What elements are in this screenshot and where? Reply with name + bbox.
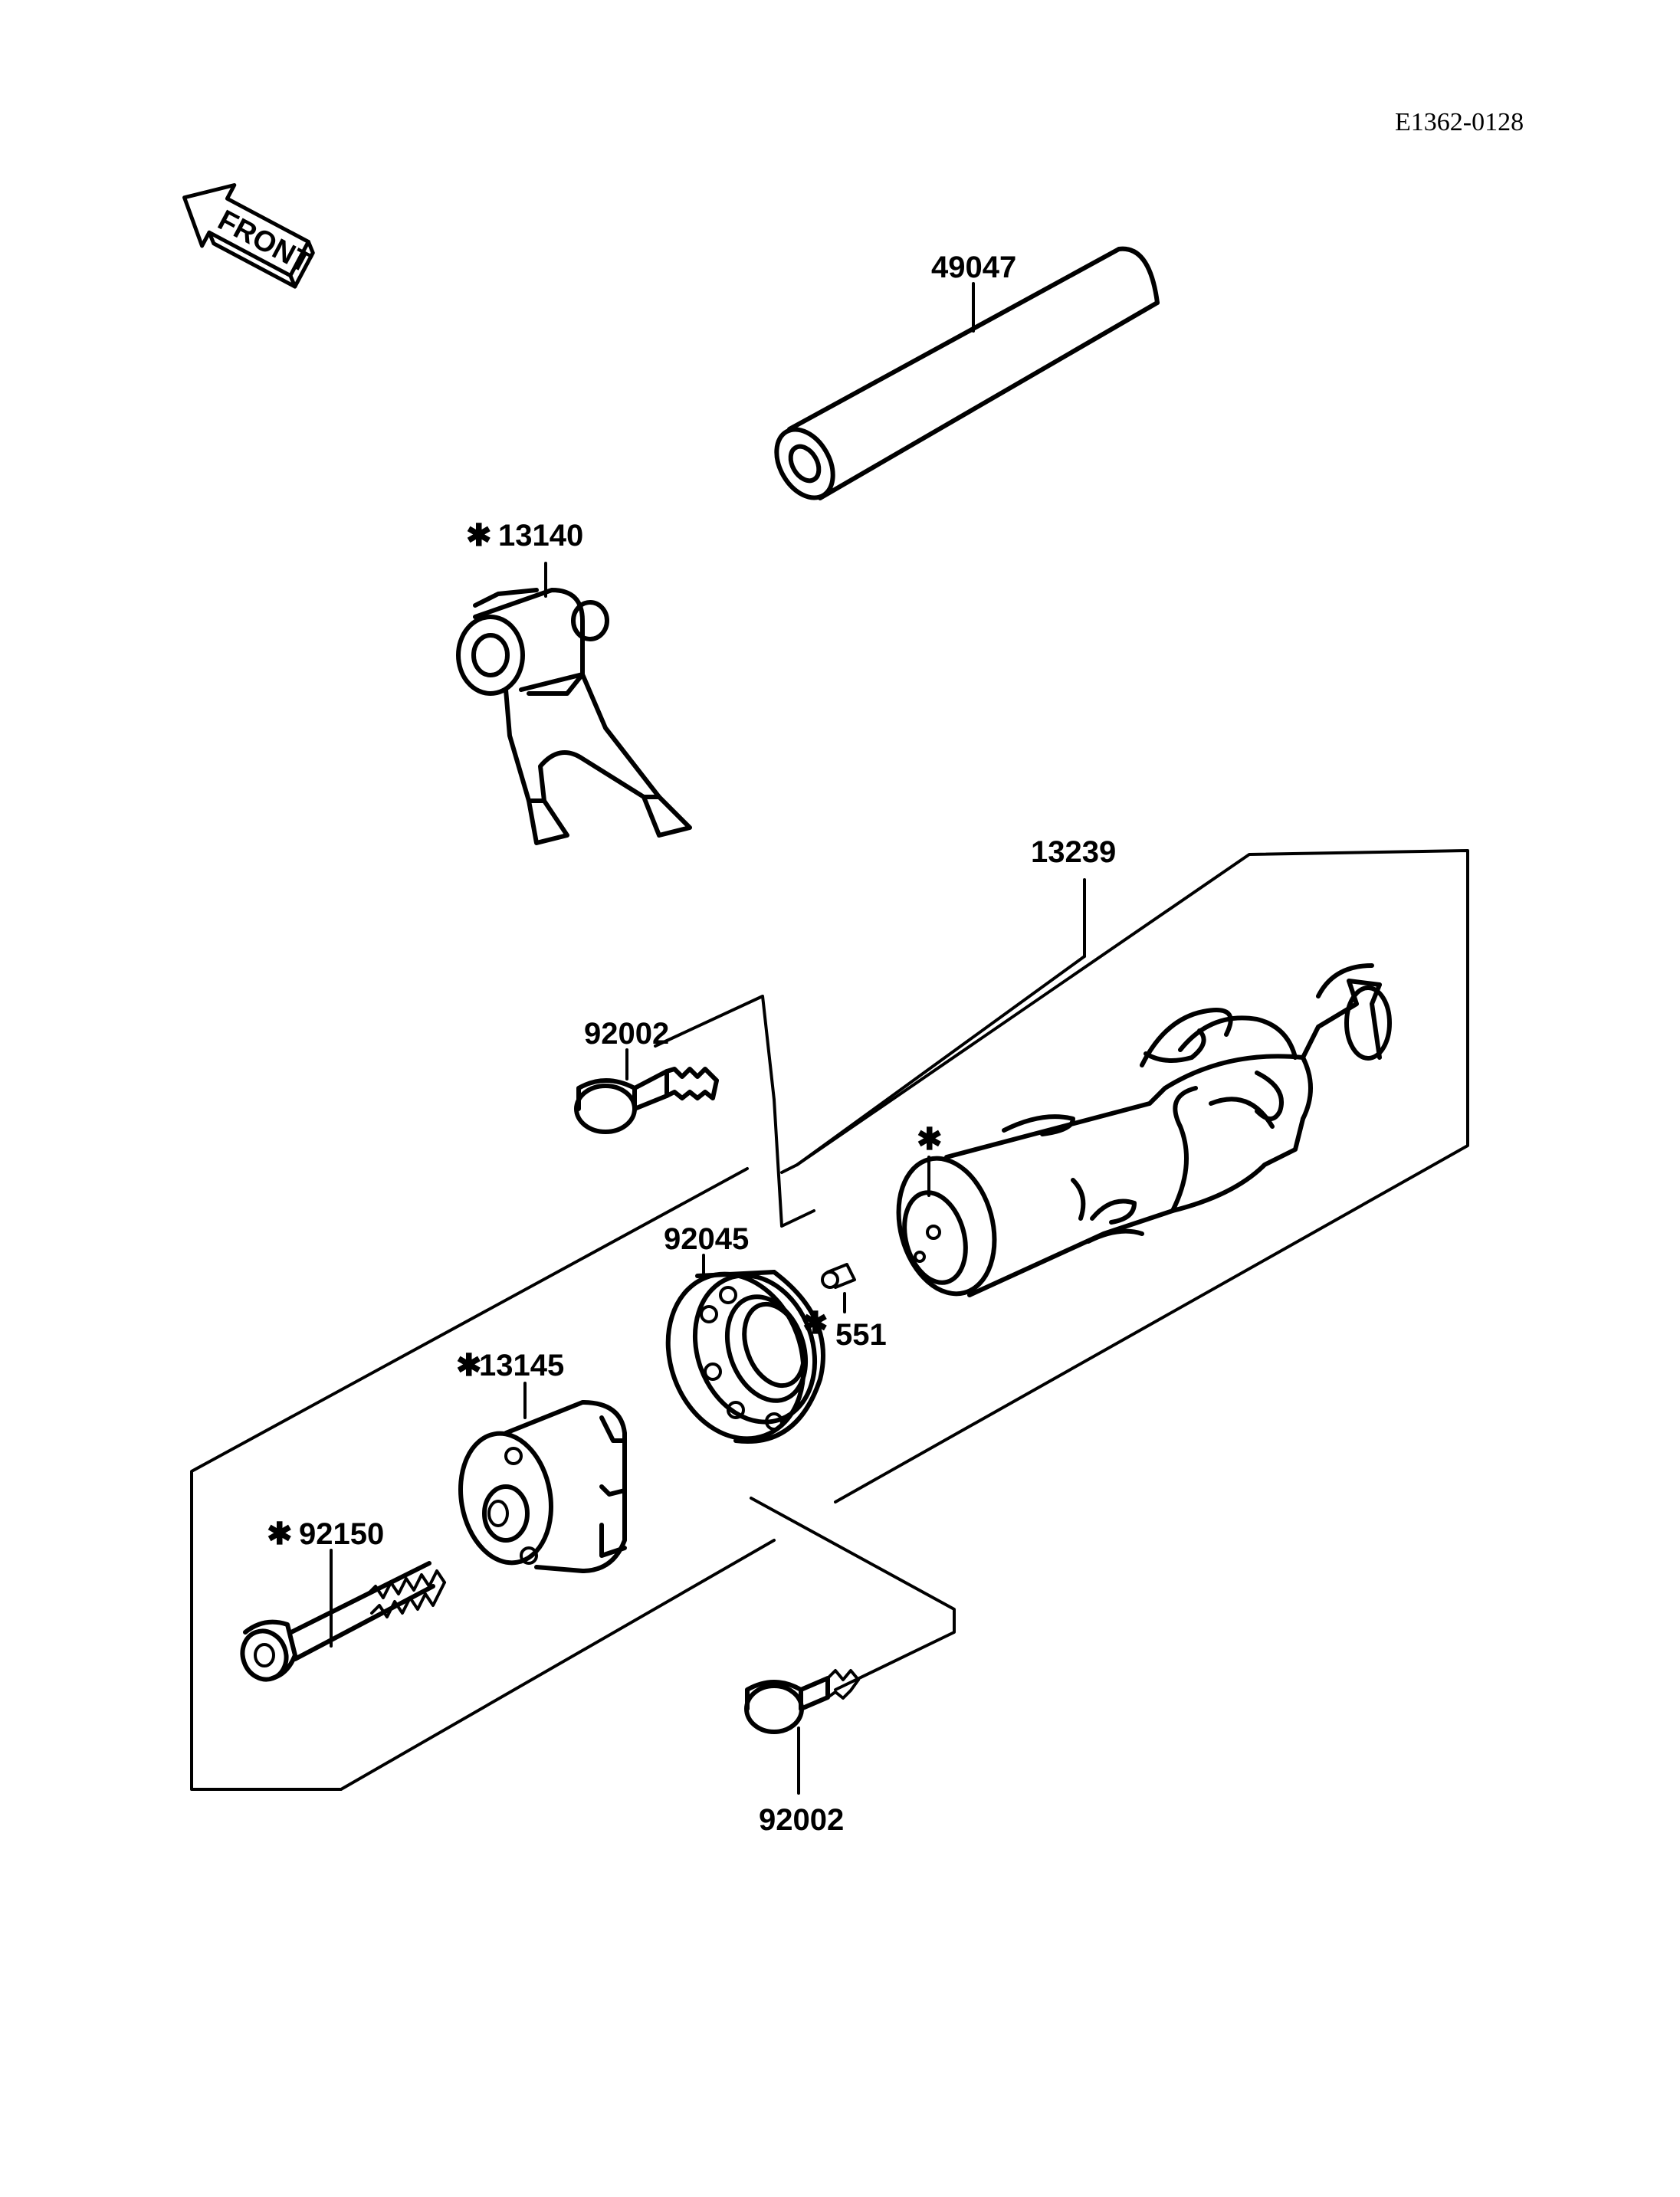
- callout-92002-lower: 92002: [759, 1803, 844, 1837]
- callout-13140-mark: ✱: [466, 519, 492, 553]
- callout-13145: 13145: [479, 1349, 564, 1382]
- callout-13239: 13239: [1031, 835, 1116, 869]
- lower-flange-bolt-part: [744, 1669, 860, 1734]
- shift-rod-part: [774, 246, 1160, 500]
- callout-13140: 13140: [498, 519, 583, 553]
- callout-49047: 49047: [931, 251, 1016, 284]
- callout-551-mark: ✱: [802, 1307, 829, 1340]
- dowel-pin-part: [821, 1263, 856, 1289]
- leader-line-13239-b: [796, 955, 1086, 1166]
- callout-13145-mark: ✱: [456, 1349, 482, 1382]
- reference-code: E1362-0128: [1395, 108, 1524, 136]
- front-arrow-icon: FRONT: [182, 182, 317, 289]
- shift-drum-part: [896, 963, 1392, 1297]
- callout-92045: 92045: [664, 1222, 749, 1256]
- shift-fork-part: [456, 588, 692, 845]
- drum-holder-part: [458, 1400, 627, 1573]
- callout-92150-mark: ✱: [267, 1517, 293, 1551]
- assembly-boundary: [190, 849, 1469, 1791]
- callout-551: 551: [835, 1318, 887, 1352]
- callout-92150: 92150: [299, 1517, 384, 1551]
- socket-bolt-part: [240, 1561, 446, 1682]
- upper-flange-bolt-part: [574, 1067, 719, 1134]
- ball-bearing-part: [665, 1270, 825, 1444]
- callout-drum-mark: ✱: [917, 1123, 943, 1156]
- callout-92002-upper: 92002: [584, 1017, 669, 1051]
